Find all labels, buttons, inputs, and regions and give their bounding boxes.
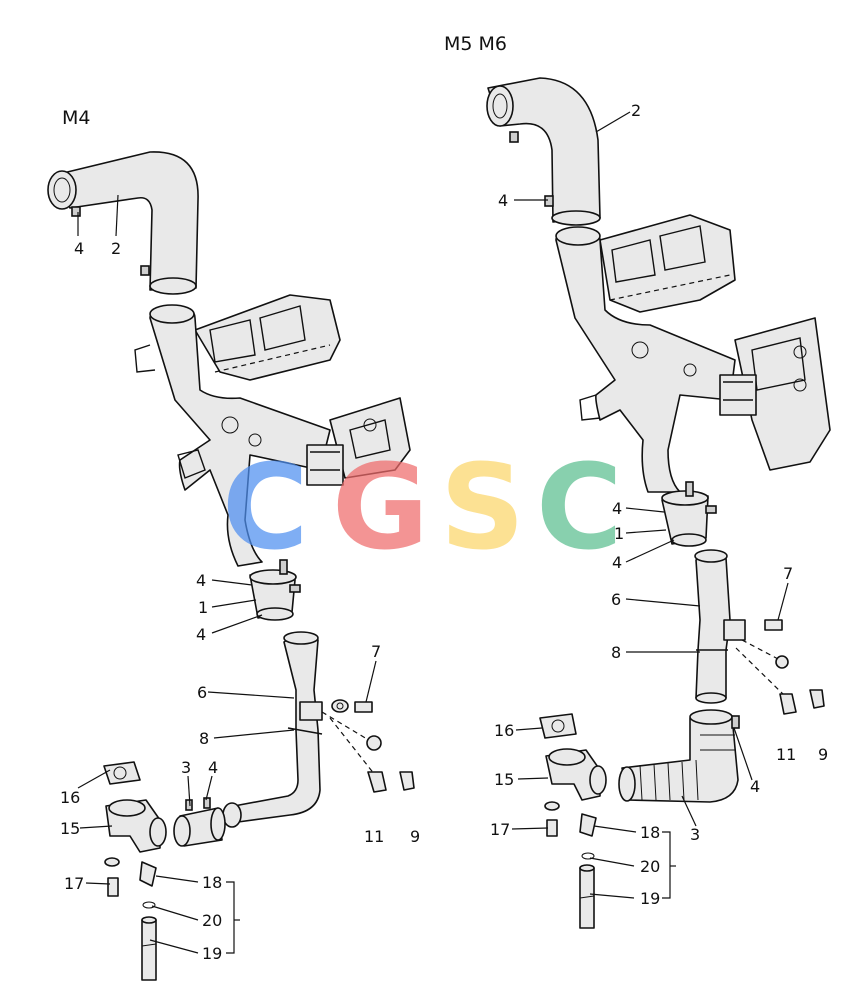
m4-callout-1: 1: [198, 598, 208, 617]
m5-m6-lower-pipe: [694, 549, 746, 704]
m5-m6-thermostat-housing: [555, 226, 757, 493]
m4-outlet-elbow: [103, 761, 167, 853]
m4-engine-block: [194, 294, 411, 479]
m5-m6-callout-16: 16: [494, 721, 514, 740]
m4-fasteners: [321, 699, 415, 793]
m5-m6-callout-9: 9: [818, 745, 828, 764]
m4-callout-4-lower: 4: [196, 625, 206, 644]
m4-short-hose: [173, 797, 226, 847]
m5-m6-callout-19: 19: [640, 889, 660, 908]
m4-callout-2: 2: [111, 239, 121, 258]
m5-m6-callout-8: 8: [611, 643, 621, 662]
m4-callout-20: 20: [202, 911, 222, 930]
m5-m6-callout-4-top: 4: [498, 191, 508, 210]
m5-m6-callout-7: 7: [783, 564, 793, 583]
m5-m6-drain-parts: [544, 801, 597, 929]
m4-elbow-pipe: [47, 151, 199, 295]
m5-m6-hose-coupling: [661, 481, 717, 547]
m4-callout-3: 3: [181, 758, 191, 777]
m4-callout-16: 16: [60, 788, 80, 807]
m5-m6-callout-18: 18: [640, 823, 660, 842]
m4-callout-4-upper: 4: [196, 571, 206, 590]
m5-m6-callout-3: 3: [690, 825, 700, 844]
m4-callout-8: 8: [199, 729, 209, 748]
m4-callout-9: 9: [410, 827, 420, 846]
m5-m6-elbow-pipe: [486, 77, 601, 226]
m5-m6-callout-2: 2: [631, 101, 641, 120]
m4-callout-18: 18: [202, 873, 222, 892]
m4-callout-17: 17: [64, 874, 84, 893]
variant-title-m5-m6: M5 M6: [444, 33, 507, 55]
watermark: C G S C: [222, 438, 623, 576]
watermark-letter-2: G: [332, 438, 429, 576]
m5-m6-engine-block: [599, 214, 831, 471]
m5-m6-fasteners: [735, 619, 825, 715]
m4-lower-pipe: [222, 631, 323, 828]
m4-callout-4-top: 4: [74, 239, 84, 258]
m4-callout-15: 15: [60, 819, 80, 838]
m4-drain-parts: [104, 857, 157, 981]
m5-m6-corrugated-hose: [618, 709, 740, 803]
m4-thermostat-housing: [134, 304, 344, 567]
m4-hose-coupling: [249, 559, 301, 621]
m4-callouts: 4 2 4 1 4 6 8 7 3 4 11 9 16 15 17 18 20 …: [60, 239, 420, 963]
m5-m6-callout-1: 1: [614, 524, 624, 543]
m5-m6-callout-15: 15: [494, 770, 514, 789]
m5-m6-callout-17: 17: [490, 820, 510, 839]
leader-lines: [77, 111, 789, 954]
watermark-letter-3: S: [440, 438, 525, 576]
m5-m6-assembly: [486, 77, 831, 929]
variant-title-m4: M4: [62, 107, 90, 129]
m4-callout-4-hose: 4: [208, 758, 218, 777]
m4-assembly: [47, 151, 415, 981]
m4-callout-11: 11: [364, 827, 384, 846]
m5-m6-callout-4-upper: 4: [612, 499, 622, 518]
m4-callout-6: 6: [197, 683, 207, 702]
m5-m6-outlet-elbow: [539, 713, 607, 801]
watermark-letter-4: C: [536, 438, 623, 576]
m5-m6-callout-20: 20: [640, 857, 660, 876]
watermark-letter-1: C: [222, 438, 309, 576]
m5-m6-callout-4-lower: 4: [612, 553, 622, 572]
m5-m6-callout-4-hose: 4: [750, 777, 760, 796]
m4-callout-7: 7: [371, 642, 381, 661]
m5-m6-callout-11: 11: [776, 745, 796, 764]
m5-m6-callout-6: 6: [611, 590, 621, 609]
m4-callout-19: 19: [202, 944, 222, 963]
m5-m6-callouts: 4 2 4 1 4 6 8 7 11 9 4 3 16 15 17 18 20 …: [490, 101, 828, 908]
